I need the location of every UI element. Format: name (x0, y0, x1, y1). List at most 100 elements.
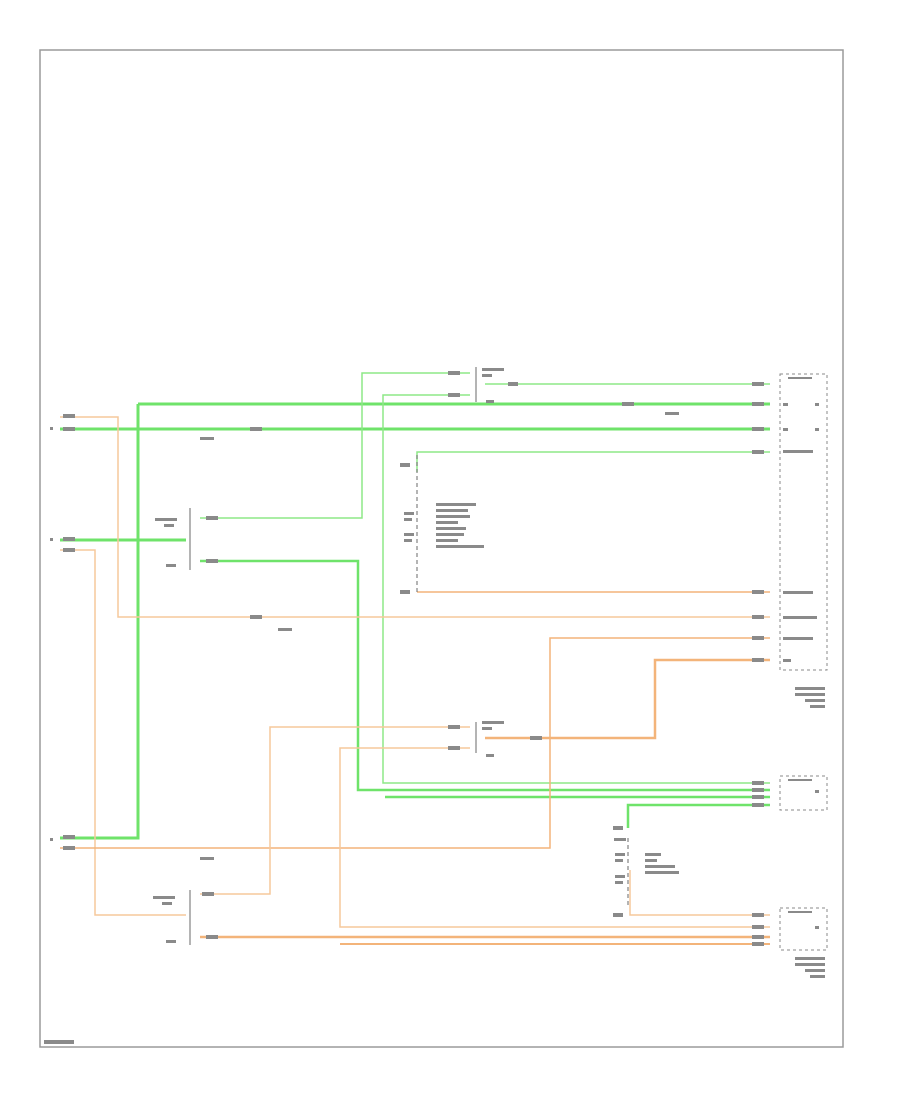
module-header (788, 779, 812, 781)
pin-label (783, 450, 813, 453)
pin-label (815, 790, 819, 793)
wire-tag (752, 658, 764, 662)
connector-label-block (486, 754, 494, 757)
connector-label-block (153, 896, 175, 899)
pin-label (815, 403, 819, 406)
wire-tag (622, 402, 634, 406)
wire-tag (448, 371, 460, 375)
wire-tag (448, 725, 460, 729)
module-box (779, 373, 828, 671)
module-box (779, 907, 828, 951)
orange-wire-9 (629, 905, 770, 916)
module-caption (810, 975, 825, 978)
splice-text (436, 503, 476, 506)
module-header (788, 377, 812, 379)
module-box (779, 775, 828, 811)
splice-text (404, 539, 412, 542)
splice-text (615, 859, 623, 862)
wire-tag (63, 537, 75, 541)
wire-tag (63, 427, 75, 431)
segment-label (665, 412, 679, 415)
splice-list-lower (614, 838, 679, 905)
diagram-frame (39, 49, 844, 1048)
joint-connector-top (475, 367, 504, 403)
splice-text (645, 871, 679, 874)
splice-text (436, 533, 464, 536)
green-wire-5 (200, 372, 470, 519)
module-caption (795, 957, 825, 960)
splice-text (404, 512, 414, 515)
wire-tag (752, 913, 764, 917)
splice-text (614, 838, 626, 841)
orange-wire-5 (200, 726, 470, 895)
green-wire-7 (382, 394, 770, 784)
wire-tag (206, 935, 218, 939)
wire-tag (250, 427, 262, 431)
splice-text (436, 545, 484, 548)
module-header (788, 911, 812, 913)
connector-label-block (482, 727, 492, 730)
module-caption (795, 693, 825, 696)
segment-labels (50, 412, 679, 860)
splice-text (615, 853, 625, 856)
pin-label (815, 428, 819, 431)
pin-label (783, 591, 813, 594)
green-wire-10 (626, 803, 770, 828)
segment-label (278, 628, 292, 631)
pin-mark (50, 538, 53, 541)
wire-tag (752, 636, 764, 640)
wire-tag (202, 892, 214, 896)
wire-tag (752, 795, 764, 799)
splice-text (436, 527, 466, 530)
splice-text (436, 521, 458, 524)
wire-tag (448, 393, 460, 397)
pin-mark (50, 427, 53, 430)
splice-text (615, 875, 625, 878)
connector-label-block (482, 374, 492, 377)
wire-tag (63, 548, 75, 552)
connector-label-block (166, 940, 176, 943)
splice-text (404, 518, 412, 521)
footer-reference (44, 1040, 74, 1044)
orange-wires (60, 416, 770, 945)
module-caption (810, 705, 825, 708)
wire-tag (613, 826, 623, 830)
wire-tag (400, 590, 410, 594)
pin-label (815, 926, 819, 929)
joint-connector-mid-left (155, 508, 191, 570)
module-upper (779, 373, 828, 708)
pin-label (783, 659, 791, 662)
orange-wire-1 (60, 416, 770, 618)
wire-tags (63, 371, 764, 946)
wire-tag (63, 414, 75, 418)
wire-tag (400, 463, 410, 467)
pin-label (783, 403, 788, 406)
connector-label-block (162, 902, 172, 905)
splice-text (436, 515, 470, 518)
wire-tag (752, 615, 764, 619)
splice-text (404, 533, 414, 536)
green-wire-9 (416, 451, 770, 472)
orange-wire-6 (339, 747, 770, 928)
wire-tag (530, 736, 542, 740)
wire-tag (63, 835, 75, 839)
pin-label (783, 637, 813, 640)
wire-tag (752, 450, 764, 454)
joint-connector-bottom-left (153, 890, 191, 945)
connector-label-block (164, 524, 174, 527)
module-caption (795, 963, 825, 966)
wire-tag (752, 590, 764, 594)
wire-tag (752, 942, 764, 946)
wire-tag (752, 427, 764, 431)
orange-wire-3 (60, 637, 770, 849)
wire-tag (752, 925, 764, 929)
module-lower (779, 775, 828, 978)
connector-label-block (155, 518, 177, 521)
green-wire-6 (200, 559, 770, 792)
pin-label (783, 428, 788, 431)
module-caption (805, 969, 825, 972)
wire-tag (508, 382, 518, 386)
pin-mark (50, 838, 53, 841)
wire-tag (752, 788, 764, 792)
joint-connector-mid-right (475, 721, 504, 757)
